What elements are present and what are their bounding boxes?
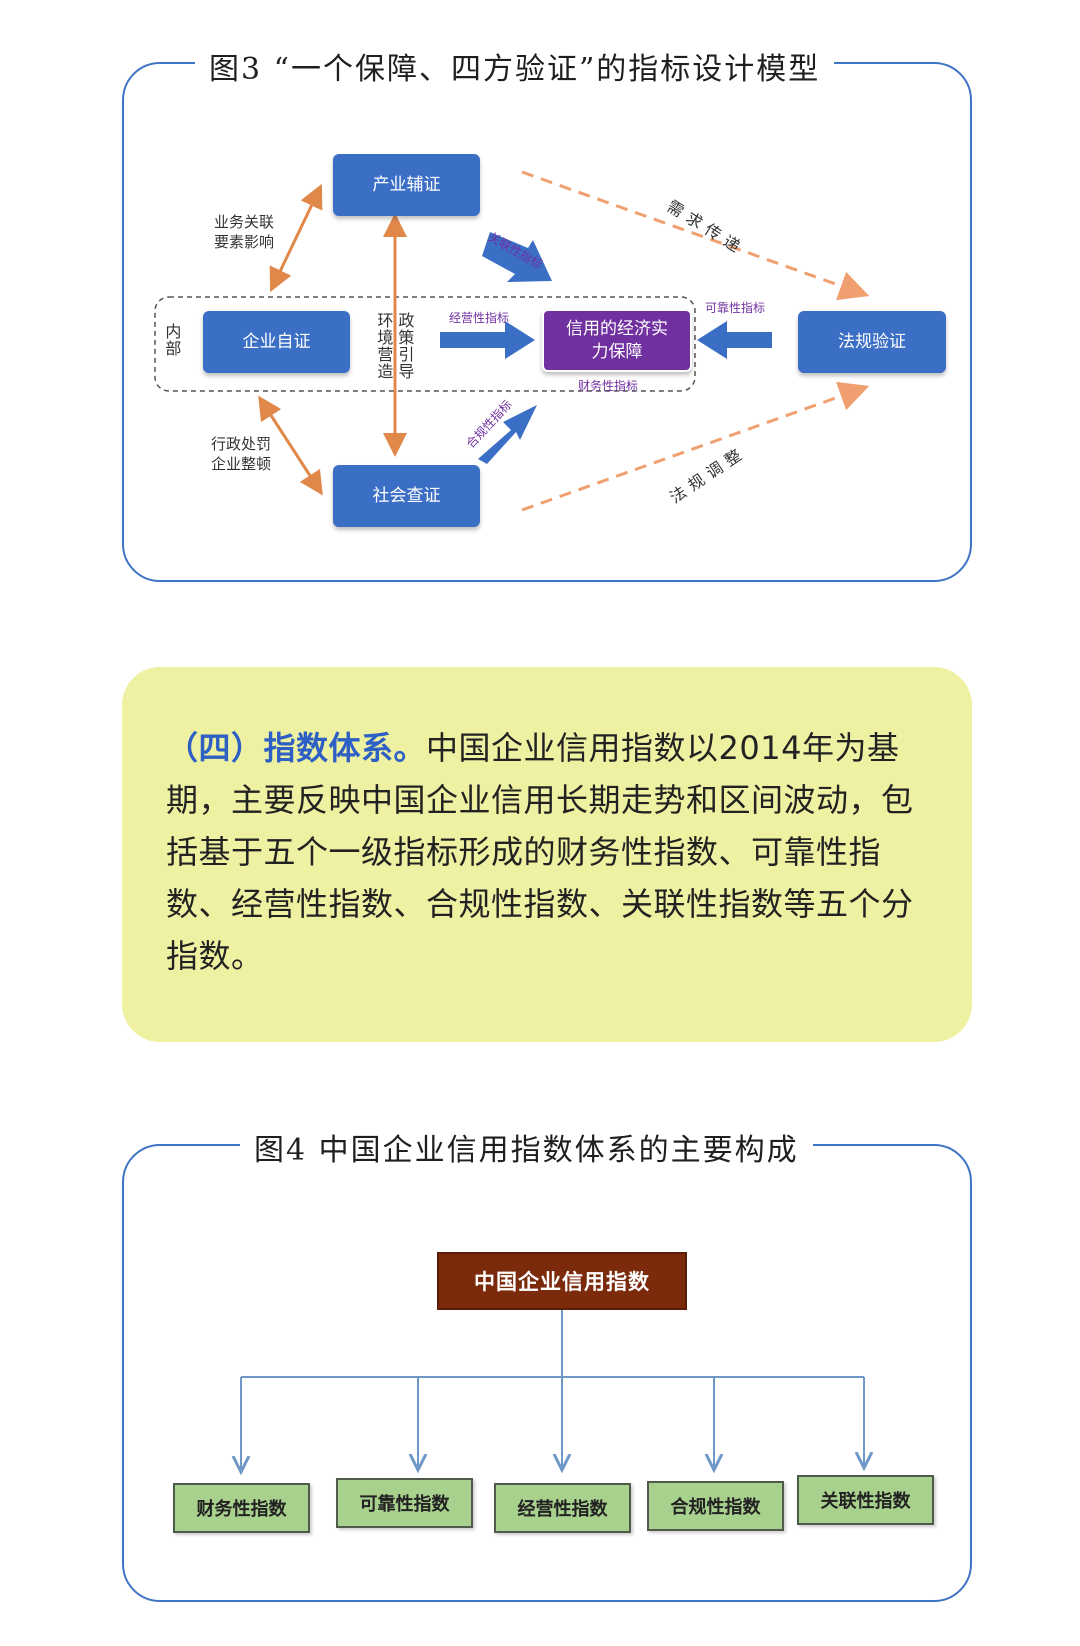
leaf-compliance: 合规性指数 — [647, 1481, 784, 1531]
compliance-blue-arrow — [478, 405, 537, 464]
operating-label: 经营性指标 — [449, 311, 510, 325]
internal-region — [154, 296, 696, 392]
legal-node: 法规验证 — [798, 311, 946, 373]
operating-blue-arrow — [440, 321, 535, 359]
industry-node: 产业辅证 — [333, 154, 480, 216]
section4-card: （四）指数体系。中国企业信用指数以2014年为基期，主要反映中国企业信用长期走势… — [122, 667, 972, 1042]
admin-label: 行政处罚 企业整顿 — [211, 435, 272, 474]
internal-label: 内部 — [162, 323, 182, 357]
social-node: 社会查证 — [333, 465, 480, 527]
figure3-title: 图3 “一个保障、四方验证”的指标设计模型 — [195, 44, 835, 88]
leaf-operating: 经营性指数 — [494, 1483, 631, 1533]
figure4-title: 图4 中国企业信用指数体系的主要构成 — [240, 1125, 813, 1169]
arrow-industry-self — [269, 183, 323, 293]
business-label: 业务关联 要素影响 — [214, 213, 275, 252]
leaf-financial: 财务性指数 — [173, 1483, 310, 1533]
section4-heading: （四）指数体系。 — [166, 729, 427, 767]
self-node: 企业自证 — [203, 311, 350, 373]
section4-body: 中国企业信用指数以2014年为基期，主要反映中国企业信用长期走势和区间波动，包括… — [166, 729, 914, 975]
policy-label: 政策引导 — [395, 312, 415, 380]
related-blue-arrow — [482, 232, 552, 282]
financial-label: 财务性指标 — [578, 379, 639, 393]
figure4-root-node: 中国企业信用指数 — [437, 1252, 687, 1310]
arrow-self-social — [258, 395, 323, 496]
reliable-blue-arrow — [697, 321, 772, 359]
reliable-label: 可靠性指标 — [705, 301, 766, 315]
center-node: 信用的经济实力保障 — [542, 309, 692, 372]
leaf-reliable: 可靠性指数 — [336, 1478, 473, 1528]
leaf-related: 关联性指数 — [797, 1475, 934, 1525]
env-label: 环境营造 — [374, 312, 394, 380]
section4-paragraph: （四）指数体系。中国企业信用指数以2014年为基期，主要反映中国企业信用长期走势… — [166, 722, 932, 982]
